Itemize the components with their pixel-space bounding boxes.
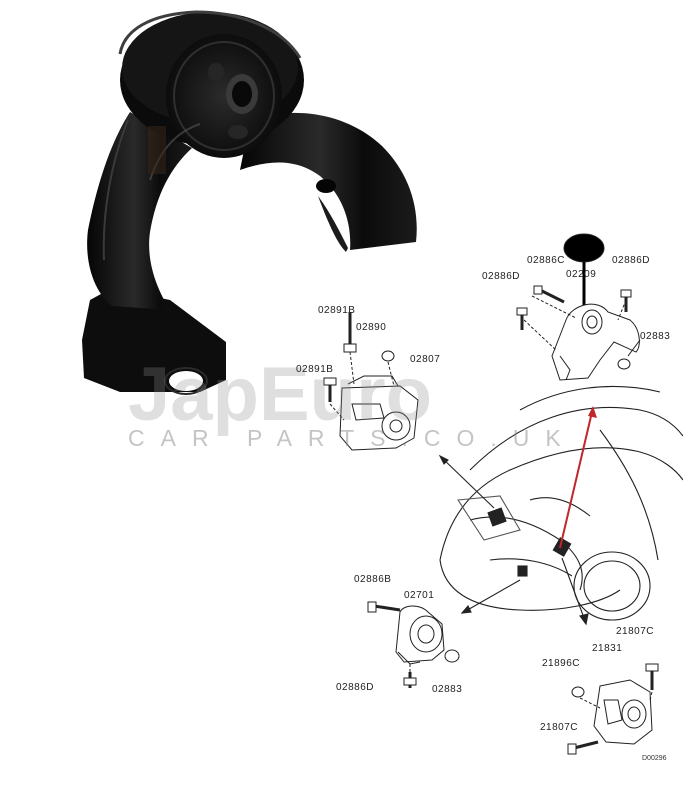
highlight-dot-icon — [563, 233, 605, 263]
diagram-code: D00296 — [642, 755, 667, 762]
watermark-tagline: CAR PARTS.CO.UK — [128, 425, 577, 451]
part-label: 02891B — [318, 305, 355, 316]
pointer-arrows — [438, 454, 589, 626]
mount-assembly-21831 — [567, 663, 659, 755]
mount-assembly-02807 — [323, 312, 419, 451]
part-labels: 02886C 02209 02886D 02886D 02883 02891B … — [296, 255, 670, 762]
mount-assembly-02209 — [516, 233, 641, 381]
part-label: 02701 — [404, 590, 434, 601]
part-label: 02891B — [296, 364, 333, 375]
part-label: 02883 — [640, 331, 670, 342]
watermark-brand: JapEuro — [128, 352, 432, 437]
part-label: 02886B — [354, 574, 391, 585]
part-label: 21896C — [542, 658, 580, 669]
part-label: 02886D — [482, 271, 520, 282]
part-label: 02886C — [527, 255, 565, 266]
part-label: 02886D — [336, 682, 374, 693]
part-label: 02886D — [612, 255, 650, 266]
part-label: 21831 — [592, 643, 622, 654]
car-outline — [439, 385, 683, 621]
part-label: 02883 — [432, 684, 462, 695]
red-arrow — [559, 406, 597, 549]
part-label: 02209 — [566, 269, 596, 280]
part-label: 02890 — [356, 322, 386, 333]
engine-mount-photo — [82, 10, 417, 395]
watermark: JapEuro CAR PARTS.CO.UK — [128, 352, 577, 451]
mount-assembly-02701 — [367, 601, 460, 688]
part-label: 02807 — [410, 354, 440, 365]
part-label: 21807C — [616, 626, 654, 637]
part-label: 21807C — [540, 722, 578, 733]
